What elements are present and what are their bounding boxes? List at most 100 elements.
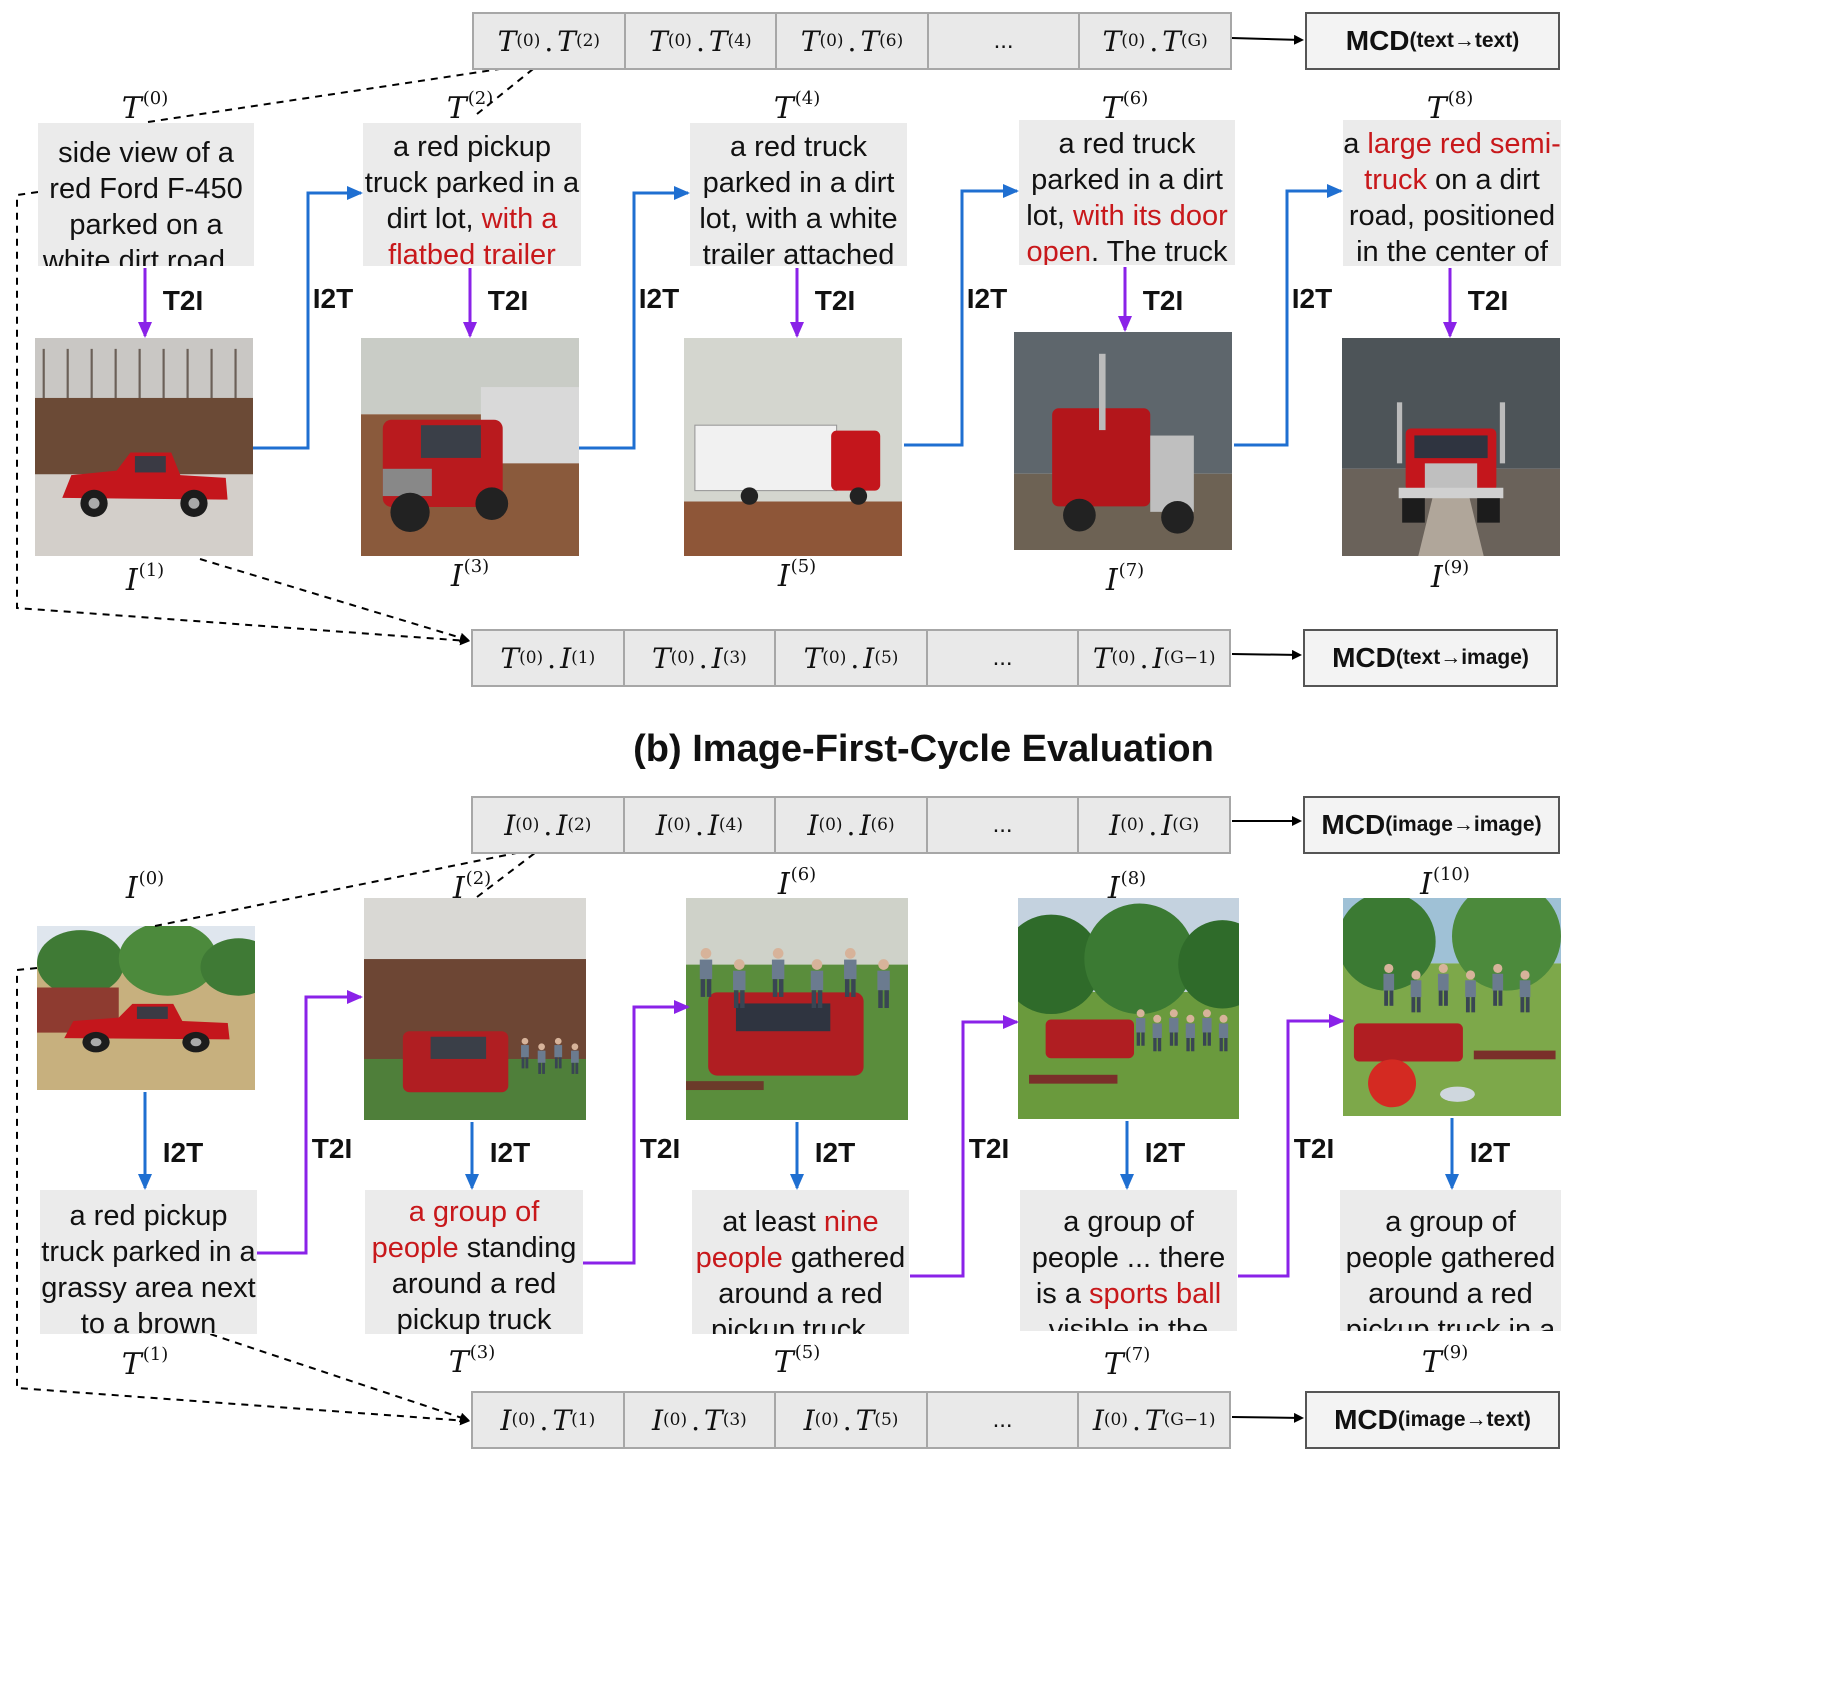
mcd-image-image-box-label: MCD [1321, 809, 1386, 840]
similarity-cell: ... [928, 798, 1080, 852]
dot-operator: . [547, 641, 557, 675]
panel-a-caption-2: a red pickup truck parked in a dirt lot,… [363, 123, 581, 266]
panel-a-symbol-i3-index: (3) [463, 556, 490, 577]
panel-b-symbol-i6-base: I [777, 867, 790, 902]
dot-operator: . [847, 24, 857, 58]
panel-b-title: (b) Image-First-Cycle Evaluation [633, 728, 1214, 770]
term-a-index: (0) [667, 31, 692, 51]
highlighted-change: large red semi-truck [1364, 128, 1561, 196]
term-a: T [1092, 641, 1112, 675]
to-mcd-text-text-arrow [1231, 34, 1304, 45]
panel-a-symbol-i5: I(5) [778, 556, 816, 594]
panel-b-caption-t5: at least nine people gathered around a r… [692, 1190, 909, 1334]
panel-b-symbol-i8-index: (8) [1120, 868, 1147, 889]
panel-a-caption-4: a red truck parked in a dirt lot, with a… [690, 123, 907, 266]
term-b-index: (6) [879, 31, 904, 51]
panel-b-t2i-label: T2I [968, 1133, 1010, 1164]
panel-b-caption-t1: a red pickup truck parked in a grassy ar… [40, 1190, 257, 1334]
panel-a-symbol-i7-base: I [1105, 563, 1118, 598]
caption-segment: a red truck parked in a dirt lot, with a… [699, 131, 898, 266]
panel-a-symbol-i7: I(7) [1106, 560, 1144, 598]
mcd-text-text-box-direction: (text→text) [1409, 29, 1520, 52]
caption-segment: a group of people ... there is a [1031, 1206, 1226, 1310]
term-a: T [800, 24, 820, 58]
term-a-index: (0) [663, 1410, 688, 1430]
panel-b-symbol-i10-index: (10) [1432, 864, 1470, 885]
panel-a-symbol-i1-base: I [125, 563, 138, 598]
caption-segment: a [1343, 128, 1368, 160]
term-a-index: (0) [822, 648, 847, 668]
panel-a-image-i3 [361, 338, 579, 556]
term-b: I [1161, 808, 1173, 842]
term-b-index: (G−1) [1163, 648, 1216, 668]
panel-b-t2i-arrow [910, 1015, 1019, 1278]
similarity-cell: I(0).T(5) [776, 1393, 928, 1447]
text-text-similarity-strip: T(0).T(2)T(0).T(4)T(0).T(6)...T(0).T(G) [472, 12, 1232, 70]
panel-b-caption-t7-text: a group of people ... there is a sports … [1020, 1190, 1237, 1331]
highlighted-change: with its door open [1026, 200, 1228, 265]
panel-a-symbol-t0: T(0) [122, 88, 169, 126]
panel-b-i2t-label: I2T [814, 1137, 856, 1168]
panel-a-t2i-label: T2I [1142, 285, 1184, 316]
panel-b-image-3 [1018, 898, 1239, 1119]
highlighted-change: with a flatbed trailer attached [388, 203, 558, 266]
text-image-similarity-strip: T(0).I(1)T(0).I(3)T(0).I(5)...T(0).I(G−1… [471, 629, 1231, 687]
panel-b-symbol-t3-index: (3) [469, 1342, 496, 1363]
panel-b-symbol-i2-base: I [452, 871, 465, 906]
panel-b-i2t-label: I2T [489, 1137, 531, 1168]
term-a: T [649, 24, 668, 58]
panel-b-caption-t3: a group of people standing around a red … [365, 1190, 583, 1334]
term-b-index: (6) [870, 815, 895, 835]
dashed-link-i0-to-strip [154, 843, 548, 927]
similarity-cell: I(0).T(3) [625, 1393, 777, 1447]
panel-b-symbol-i0: I(0) [126, 868, 164, 906]
mcd-image-image-box-direction: (image→image) [1385, 813, 1542, 836]
panel-a-caption-6: a red truck parked in a dirt lot, with i… [1019, 120, 1235, 265]
panel-b-symbol-t1-index: (1) [142, 1344, 169, 1365]
panel-b-symbol-i8: I(8) [1108, 868, 1146, 906]
panel-a-symbol-i1: I(1) [126, 560, 164, 598]
dot-operator: . [1139, 641, 1149, 675]
dot-operator: . [1149, 24, 1159, 58]
dashed-link-i0-to-image-text-strip [16, 967, 470, 1426]
similarity-cell: T(0).I(1) [473, 631, 625, 685]
panel-a-t2i-label: T2I [1467, 285, 1509, 316]
term-a: I [655, 808, 667, 842]
panel-a-caption-8-text: a large red semi-truck on a dirt road, p… [1343, 120, 1561, 266]
term-a: I [651, 1403, 664, 1437]
similarity-cell: I(0).I(G) [1079, 798, 1229, 852]
panel-b-caption-t7: a group of people ... there is a sports … [1020, 1190, 1237, 1331]
term-b-index: (1) [571, 1410, 596, 1430]
panel-b-t2i-label: T2I [639, 1133, 681, 1164]
term-b-index: (2) [575, 31, 601, 51]
similarity-cell: ... [928, 631, 1080, 685]
panel-a-symbol-i1-index: (1) [138, 560, 165, 581]
term-b-index: (4) [727, 31, 752, 51]
panel-b-symbol-i6: I(6) [778, 864, 816, 902]
mcd-image-text-box-label: MCD [1334, 1404, 1398, 1435]
mcd-image-text-box-direction: (image→text) [1397, 1408, 1531, 1431]
term-a: T [497, 24, 517, 58]
term-b: T [557, 24, 576, 58]
term-b: T [708, 24, 728, 58]
panel-a-t2i-label: T2I [487, 285, 529, 316]
similarity-cell: I(0).T(G−1) [1079, 1393, 1229, 1447]
panel-b-symbol-i8-base: I [1107, 871, 1120, 906]
caption-segment: a red pickup truck parked in a grassy ar… [41, 1200, 256, 1334]
panel-a-symbol-i9-base: I [1430, 560, 1443, 595]
panel-a-symbol-t8-base: T [1426, 91, 1447, 126]
panel-b-caption-t3-text: a group of people standing around a red … [365, 1190, 583, 1334]
similarity-cell: I(0).I(2) [473, 798, 625, 852]
term-b: T [552, 1403, 572, 1437]
panel-b-symbol-t9-base: T [1421, 1345, 1442, 1380]
panel-b-caption-t5-text: at least nine people gathered around a r… [692, 1190, 909, 1334]
term-a: T [500, 641, 520, 675]
similarity-cell: T(0).T(6) [777, 14, 929, 68]
caption-segment: on a dirt road, positioned in the center… [1348, 164, 1556, 266]
caption-segment: a red truck parked in a dirt lot, [1026, 128, 1223, 232]
panel-a-symbol-t2-base: T [446, 91, 467, 126]
panel-b-caption-t1-text: a red pickup truck parked in a grassy ar… [40, 1190, 257, 1334]
term-a: I [807, 808, 819, 842]
